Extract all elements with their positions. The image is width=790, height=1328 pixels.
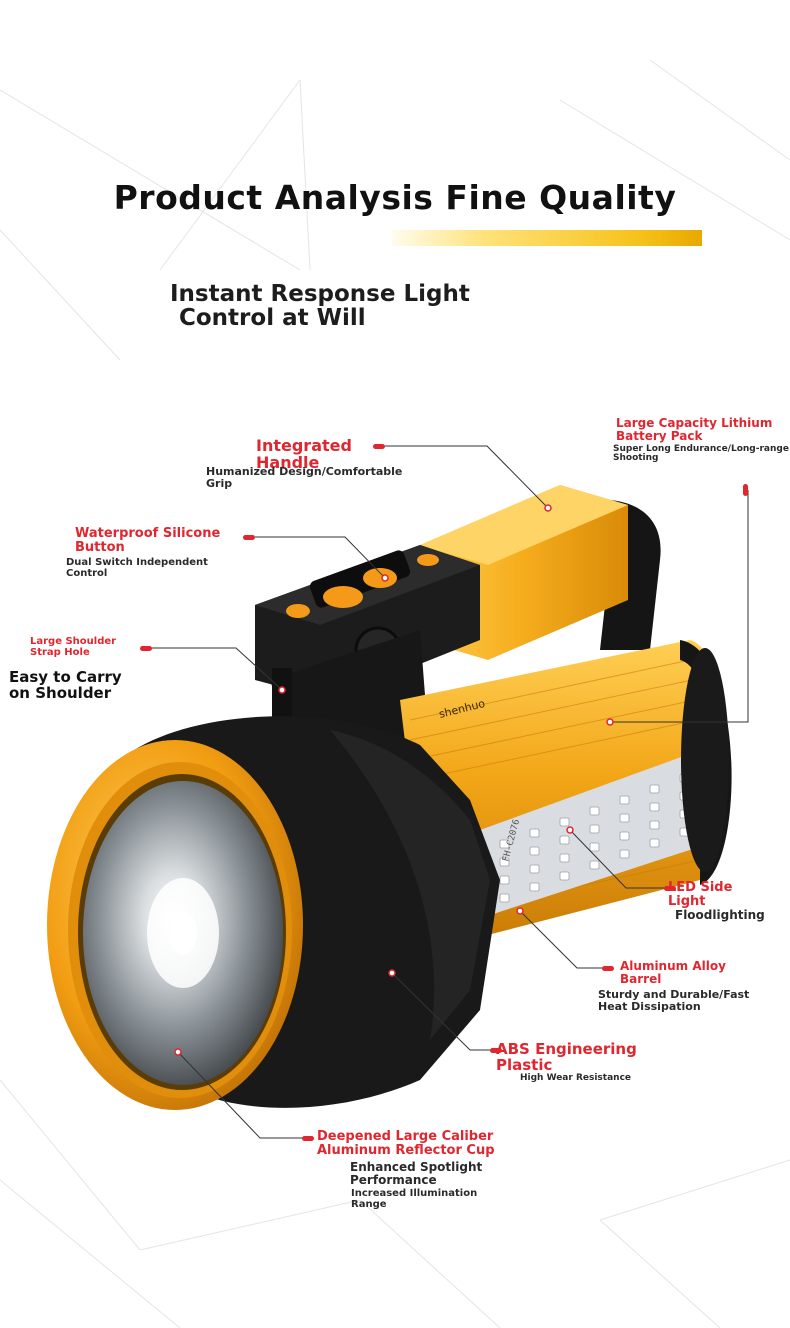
marker-abs	[490, 1048, 502, 1053]
led-chip-icon	[589, 842, 600, 852]
led-chip-icon	[559, 853, 570, 863]
led-chip-icon	[529, 882, 540, 892]
marker-strap	[140, 646, 152, 651]
led-chip-icon	[649, 784, 660, 794]
marker-barrel	[602, 966, 614, 971]
led-chip-icon	[619, 795, 630, 805]
label-cup-desc-1: Enhanced Spotlight Performance	[350, 1160, 483, 1187]
label-handle-desc: Humanized Design/Comfortable Grip	[206, 465, 403, 490]
subtitle-line-2: Control at Will	[179, 305, 366, 331]
marker-handle	[373, 444, 385, 449]
led-side-panel	[480, 752, 705, 915]
led-chip-icon	[499, 857, 510, 867]
page-title: Product Analysis Fine Quality	[113, 178, 677, 217]
label-led-title: LED Side Light	[668, 880, 733, 909]
indicator-icon	[286, 604, 310, 618]
label-barrel-title: Aluminum Alloy Barrel	[620, 959, 726, 986]
title-highlight-bar	[392, 230, 702, 246]
label-button-desc: Dual Switch Independent Control	[66, 557, 208, 579]
button-left-icon	[323, 586, 363, 608]
marker-battery	[743, 484, 748, 496]
label-strap-title: Large Shoulder Strap Hole	[30, 636, 117, 658]
led-chip-icon	[589, 860, 600, 870]
button-right-icon	[363, 568, 397, 588]
label-battery-desc: Super Long Endurance/Long-range Shooting	[613, 444, 789, 464]
led-chip-icon	[529, 864, 540, 874]
label-battery-title: Large Capacity Lithium Battery Pack	[616, 416, 773, 443]
marker-cup	[302, 1136, 314, 1141]
label-cup-title: Deepened Large Caliber Aluminum Reflecto…	[317, 1129, 495, 1158]
label-handle-title: Integrated Handle	[256, 436, 352, 472]
label-abs-title: ABS Engineering Plastic	[496, 1040, 637, 1074]
led-chip-icon	[499, 893, 510, 903]
led-chip-icon	[559, 835, 570, 845]
label-button-title: Waterproof Silicone Button	[75, 526, 221, 555]
subtitle-line-1: Instant Response Light	[170, 281, 470, 307]
led-chip-icon	[649, 820, 660, 830]
led-chip-icon	[559, 817, 570, 827]
label-cup-desc-2: Increased Illumination Range	[351, 1188, 478, 1210]
label-led-desc: Floodlighting	[675, 908, 765, 922]
led-chip-icon	[649, 838, 660, 848]
led-chip-icon	[499, 839, 510, 849]
label-barrel-desc: Sturdy and Durable/Fast Heat Dissipation	[598, 988, 750, 1013]
subtitle: Instant Response Light Control at Will	[170, 282, 530, 330]
led-chip-icon	[529, 846, 540, 856]
led-chip-icon	[559, 871, 570, 881]
led-chip-icon	[589, 824, 600, 834]
led-chip-icon	[529, 828, 540, 838]
led-chip-icon	[619, 849, 630, 859]
led-chip-icon	[649, 802, 660, 812]
label-abs-desc: High Wear Resistance	[520, 1073, 632, 1083]
led-chip-icon	[619, 831, 630, 841]
led-chip-icon	[589, 806, 600, 816]
label-strap-desc: Easy to Carry on Shoulder	[9, 668, 122, 702]
indicator-icon-2	[417, 554, 439, 566]
led-chip-icon	[619, 813, 630, 823]
marker-led	[664, 886, 676, 891]
marker-button	[243, 535, 255, 540]
